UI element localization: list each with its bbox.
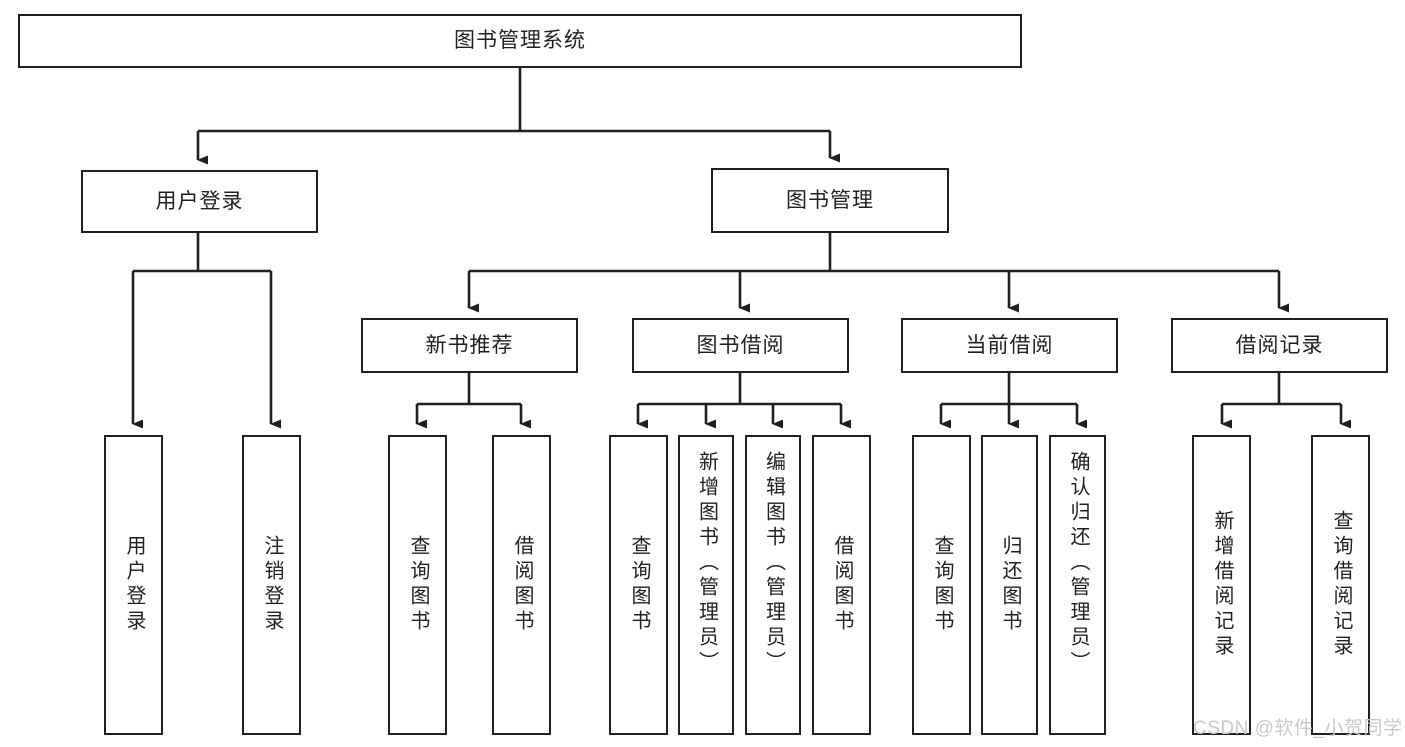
node-leaf-edit-book[interactable]: 编辑图书（管理员） (745, 435, 801, 735)
node-leaf-query-record-label: 查询借阅记录 (1330, 510, 1352, 660)
node-leaf-user-login-label: 用户登录 (123, 535, 145, 635)
node-book-manage-label: 图书管理 (786, 188, 874, 212)
node-new-book-recommend[interactable]: 新书推荐 (361, 318, 578, 373)
node-leaf-borrow-book-1[interactable]: 借阅图书 (492, 435, 551, 735)
node-user-login[interactable]: 用户登录 (81, 170, 318, 233)
node-current-borrow[interactable]: 当前借阅 (901, 318, 1118, 373)
watermark-text: CSDN @软件_小贺同学 (1193, 718, 1403, 739)
node-leaf-add-book-label: 新增图书（管理员） (695, 451, 718, 676)
node-leaf-add-record-label: 新增借阅记录 (1211, 510, 1233, 660)
node-leaf-query-book-3-label: 查询图书 (931, 535, 953, 635)
node-leaf-query-record[interactable]: 查询借阅记录 (1311, 435, 1370, 735)
node-leaf-query-book-2[interactable]: 查询图书 (609, 435, 668, 735)
node-leaf-query-book-1-label: 查询图书 (407, 535, 429, 635)
node-leaf-query-book-1[interactable]: 查询图书 (388, 435, 447, 735)
node-leaf-user-login[interactable]: 用户登录 (104, 435, 163, 735)
node-leaf-borrow-book-2[interactable]: 借阅图书 (812, 435, 871, 735)
node-borrow-record[interactable]: 借阅记录 (1171, 318, 1388, 373)
node-leaf-confirm-return[interactable]: 确认归还（管理员） (1049, 435, 1106, 735)
node-leaf-return-book-label: 归还图书 (999, 535, 1021, 635)
node-book-borrow[interactable]: 图书借阅 (632, 318, 849, 373)
node-leaf-borrow-book-2-label: 借阅图书 (831, 535, 853, 635)
node-current-borrow-label: 当前借阅 (965, 333, 1054, 357)
node-leaf-query-book-3[interactable]: 查询图书 (912, 435, 971, 735)
node-borrow-record-label: 借阅记录 (1235, 333, 1324, 357)
node-leaf-logout-login-label: 注销登录 (261, 535, 283, 635)
node-book-borrow-label: 图书借阅 (696, 333, 785, 357)
node-leaf-edit-book-label: 编辑图书（管理员） (762, 451, 785, 676)
node-leaf-confirm-return-label: 确认归还（管理员） (1067, 451, 1089, 676)
node-root[interactable]: 图书管理系统 (18, 14, 1022, 68)
node-leaf-borrow-book-1-label: 借阅图书 (511, 535, 533, 635)
node-new-book-recommend-label: 新书推荐 (425, 333, 514, 357)
node-book-manage[interactable]: 图书管理 (711, 168, 949, 233)
node-leaf-return-book[interactable]: 归还图书 (981, 435, 1038, 735)
node-leaf-add-book[interactable]: 新增图书（管理员） (678, 435, 734, 735)
node-leaf-query-book-2-label: 查询图书 (628, 535, 650, 635)
node-leaf-logout-login[interactable]: 注销登录 (242, 435, 301, 735)
node-root-label: 图书管理系统 (454, 29, 586, 53)
node-leaf-add-record[interactable]: 新增借阅记录 (1192, 435, 1251, 735)
node-user-login-label: 用户登录 (155, 189, 244, 213)
